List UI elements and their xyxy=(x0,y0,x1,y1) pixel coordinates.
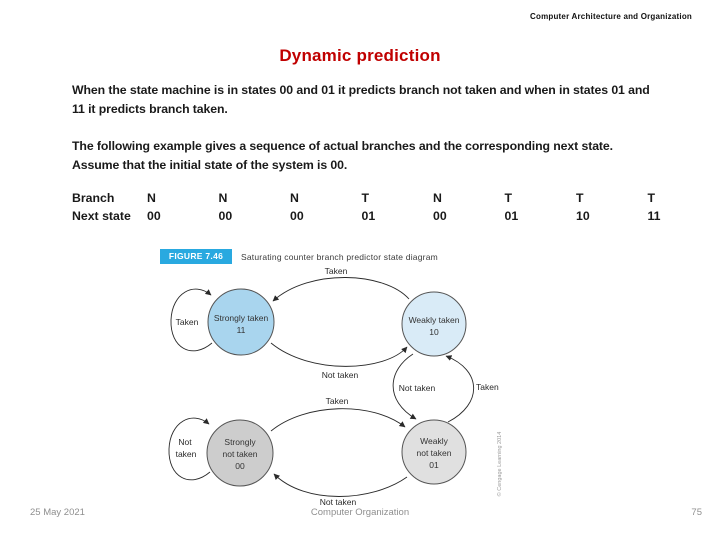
branch-cell: N xyxy=(433,191,442,205)
state-00-label-line2: not taken xyxy=(223,449,258,459)
label-self-loop-00-line1: Not xyxy=(178,437,192,447)
table-row-next-state: Next state 00 00 00 01 00 01 10 11 xyxy=(72,207,692,225)
branch-cell: T xyxy=(576,191,584,205)
next-state-cell: 00 xyxy=(147,209,161,223)
state-11-code: 11 xyxy=(237,325,246,335)
state-diagram: Taken Taken Not taken Not taken Taken Ta… xyxy=(168,266,503,507)
arc-01-to-00-arrow xyxy=(273,473,408,497)
state-strongly-taken-circle xyxy=(207,288,275,356)
table-row-branch: Branch N N N T N T T T xyxy=(72,189,692,207)
label-01-to-10: Taken xyxy=(476,382,499,392)
label-self-loop-00-line2: taken xyxy=(176,449,197,459)
branch-cell: N xyxy=(290,191,299,205)
next-state-cell: 01 xyxy=(504,209,519,223)
footer-course: Computer Organization xyxy=(310,507,410,518)
paragraph-example-intro: The following example gives a sequence o… xyxy=(72,139,613,172)
footer-page-number: 75 xyxy=(691,507,702,518)
next-state-cell: 00 xyxy=(433,209,447,223)
footer-date: 25 May 2021 xyxy=(30,507,85,518)
arc-00-to-01-arrow xyxy=(270,408,406,432)
paragraph-prediction-rule: When the state machine is in states 00 a… xyxy=(72,83,650,116)
branch-cell: T xyxy=(504,191,513,205)
state-11-label: Strongly taken xyxy=(214,313,269,323)
row-label-next-state: Next state xyxy=(72,209,131,223)
next-state-cell: 11 xyxy=(647,209,661,223)
state-01-label-line2: not taken xyxy=(417,448,452,458)
branch-cell: N xyxy=(147,191,156,205)
arc-10-to-11-arrow xyxy=(272,277,410,302)
label-10-to-01: Not taken xyxy=(399,383,436,393)
row-label-branch: Branch xyxy=(72,191,115,205)
label-11-to-10: Not taken xyxy=(322,370,359,380)
next-state-cell: 00 xyxy=(290,209,304,223)
label-self-loop-11: Taken xyxy=(176,317,199,327)
figure-credit: © Cengage Learning 2014 xyxy=(496,432,503,497)
branch-sequence-table: Branch N N N T N T T T Next state 00 00 … xyxy=(72,189,692,225)
branch-cell: T xyxy=(361,191,370,205)
state-strongly-not-taken-circle xyxy=(206,419,274,487)
label-01-to-00: Not taken xyxy=(320,497,357,507)
slide-title: Dynamic prediction xyxy=(279,46,441,65)
state-01-code: 01 xyxy=(429,460,439,470)
self-loop-00-arrow xyxy=(168,417,211,481)
course-header: Computer Architecture and Organization xyxy=(530,12,692,21)
figure-caption: Saturating counter branch predictor stat… xyxy=(241,252,438,262)
self-loop-11-arrow xyxy=(170,288,213,352)
arc-01-to-10-arrow xyxy=(445,355,474,423)
next-state-cell: 00 xyxy=(218,209,233,223)
next-state-cell: 01 xyxy=(361,209,376,223)
arc-10-to-01-arrow xyxy=(392,353,417,420)
state-01-label-line1: Weakly xyxy=(420,436,448,446)
next-state-cell: 10 xyxy=(576,209,590,223)
state-weakly-not-taken-circle xyxy=(401,419,467,485)
arc-11-to-10-arrow xyxy=(270,342,408,367)
label-10-to-11: Taken xyxy=(325,266,348,276)
state-10-code: 10 xyxy=(429,327,439,337)
label-00-to-01: Taken xyxy=(326,396,349,406)
figure-badge: FIGURE 7.46 xyxy=(160,249,232,264)
branch-cell: T xyxy=(647,191,656,205)
branch-cell: N xyxy=(218,191,228,205)
state-00-label-line1: Strongly xyxy=(224,437,256,447)
state-weakly-taken-circle xyxy=(401,291,467,357)
state-00-code: 00 xyxy=(235,461,245,471)
state-10-label: Weakly taken xyxy=(409,315,460,325)
